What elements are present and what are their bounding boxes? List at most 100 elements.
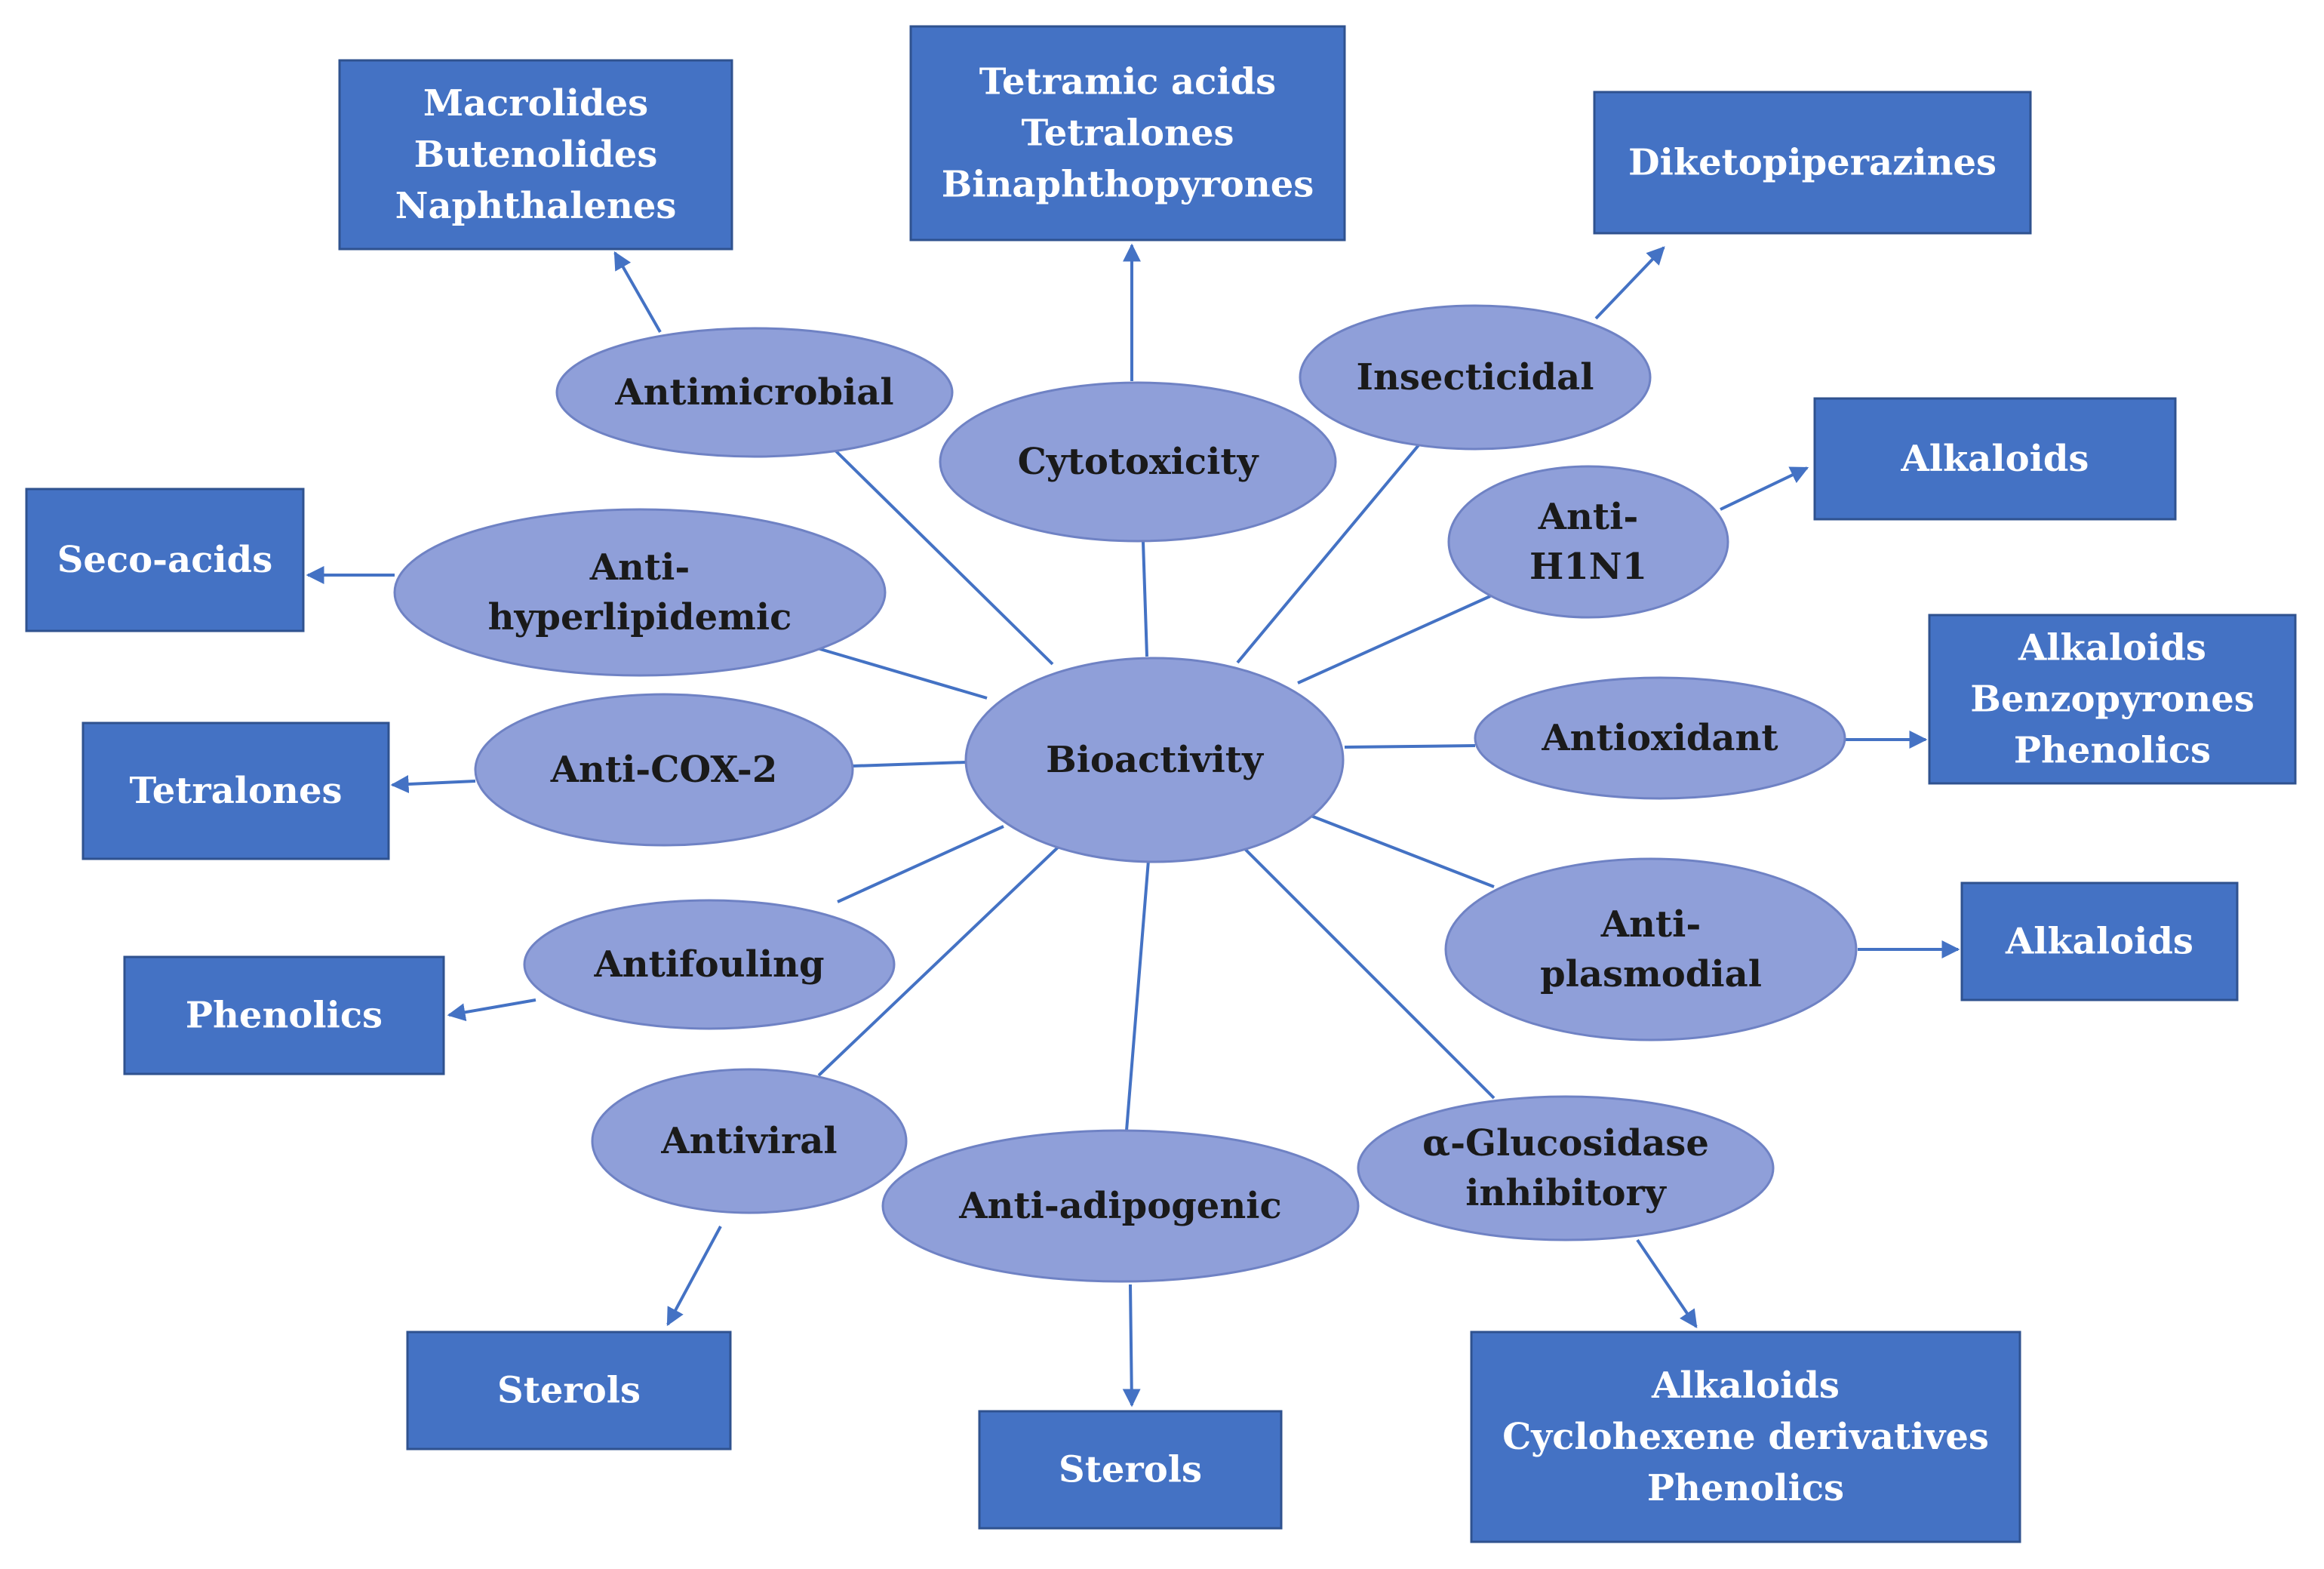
compound-box-anti-cox-2: Tetralones (81, 721, 390, 860)
spoke-insecticidal (1236, 444, 1420, 664)
compound-box-text-line: Benzopyrones (1970, 678, 2255, 721)
activity-ellipse (1357, 1095, 1775, 1241)
spoke-antimicrobial (828, 444, 1054, 666)
compound-box-text-line: Alkaloids (2018, 627, 2206, 669)
center-label-line: Bioactivity (1046, 739, 1265, 781)
activity-cytotoxicity: Cytotoxicity (939, 381, 1337, 543)
activity-anti-cox-2: Anti-COX-2 (474, 693, 854, 847)
activity-antiviral: Antiviral (591, 1068, 908, 1214)
activity-anti-plasmodial: Anti-plasmodial (1444, 857, 1858, 1041)
compound-box-anti-plasmodial: Alkaloids (1960, 881, 2239, 1001)
compound-box-text-line: Butenolides (414, 134, 658, 176)
compound-box-text-line: Diketopiperazines (1628, 142, 1997, 184)
activity-label: Insecticidal (1357, 356, 1594, 398)
compound-box-text-line: Phenolics (2014, 730, 2211, 772)
spoke-anti-adipogenic (1125, 860, 1150, 1131)
compound-box-text-line: Tetralones (129, 770, 342, 812)
compound-box-rect (1470, 1331, 2021, 1543)
spoke-cytotoxicity (1142, 541, 1148, 657)
compound-box-text-line: Tetralones (1021, 112, 1234, 155)
compound-box-text: Phenolics (186, 995, 383, 1037)
compound-box-text-line: Alkaloids (2005, 921, 2193, 963)
activity-label-line: Antimicrobial (614, 371, 893, 414)
connector-layer (306, 243, 1960, 1407)
activity-label: Anti-adipogenic (958, 1185, 1281, 1227)
compound-box-text-line: Alkaloids (1651, 1364, 1840, 1407)
compound-box-rect (406, 1331, 732, 1451)
activity-label-line: Antioxidant (1541, 717, 1778, 759)
activity-ellipse (393, 508, 887, 677)
activity-label-line: Cytotoxicity (1018, 441, 1260, 483)
activity-antimicrobial: Antimicrobial (555, 327, 954, 458)
spoke-anti-h1n1 (1297, 595, 1491, 685)
compound-box-text-line: Sterols (1059, 1449, 1202, 1491)
compound-box-anti-h1n1: Alkaloids (1813, 397, 2177, 521)
compound-box-insecticidal: Diketopiperazines (1593, 91, 2032, 235)
compound-box-text: Sterols (497, 1370, 641, 1412)
activity-ellipse (939, 381, 1337, 543)
activity-label: Antifouling (593, 943, 824, 986)
spoke-antifouling (837, 825, 1004, 903)
activity-label-line: Antifouling (593, 943, 824, 986)
activity-label: Anti-COX-2 (550, 749, 778, 791)
compound-box-text: Alkaloids (2005, 921, 2193, 963)
activity-antifouling: Antifouling (523, 899, 896, 1030)
activity-label: Antimicrobial (614, 371, 893, 414)
activity-antioxidant: Antioxidant (1474, 676, 1846, 800)
compound-box-text: Sterols (1059, 1449, 1202, 1491)
activity-ellipse (474, 693, 854, 847)
activity-ellipse (1474, 676, 1846, 800)
compound-box-text-line: Naphthalenes (395, 185, 677, 227)
spoke-anti-cox-2 (852, 761, 967, 768)
compound-box-text: Diketopiperazines (1628, 142, 1997, 184)
compound-box-text-line: Cyclohexene derivatives (1502, 1416, 1989, 1458)
compound-box-text-line: Alkaloids (1901, 438, 2089, 480)
activity-anti-adipogenic: Anti-adipogenic (881, 1129, 1360, 1283)
activity-anti-hyperlipidemic: Anti-hyperlipidemic (393, 508, 887, 677)
activity-ellipse (1299, 304, 1652, 451)
compound-box-rect (978, 1410, 1283, 1530)
activity-ellipse (523, 899, 896, 1030)
activity-label: Anti-plasmodial (1540, 903, 1762, 995)
activity-insecticidal: Insecticidal (1299, 304, 1652, 451)
arrow-anti-cox-2 (390, 775, 476, 794)
compound-box-text-line: Binaphthopyrones (942, 164, 1314, 206)
spoke-antiviral (817, 844, 1062, 1077)
activity-anti-h1n1: Anti-H1N1 (1447, 465, 1729, 619)
activity-label: Cytotoxicity (1018, 441, 1260, 483)
spoke-anti-hyperlipidemic (814, 646, 988, 700)
arrow-insecticidal (1594, 246, 1665, 320)
activity-label-line: hyperlipidemic (488, 596, 792, 638)
center-bioactivity: Bioactivity (964, 657, 1345, 863)
activity-ellipse (555, 327, 954, 458)
spoke-antioxidant (1344, 744, 1476, 749)
activity-label: Antioxidant (1541, 717, 1778, 759)
arrow-antifouling (447, 998, 536, 1022)
compound-box-rect (123, 955, 445, 1075)
activity-ellipse (591, 1068, 908, 1214)
activity-label-line: plasmodial (1540, 953, 1762, 995)
center-ellipse (964, 657, 1345, 863)
compound-box-antifouling: Phenolics (123, 955, 445, 1075)
spoke-anti-plasmodial (1308, 814, 1495, 888)
compound-box-text-line: Phenolics (186, 995, 383, 1037)
activity-label-line: Anti- (589, 546, 690, 589)
center-label: Bioactivity (1046, 739, 1265, 781)
arrow-antiviral (666, 1226, 722, 1327)
compound-box-rect (1593, 91, 2032, 235)
activity-ellipse (881, 1129, 1360, 1283)
arrow-antimicrobial (613, 251, 662, 333)
activity-ellipse (1447, 465, 1729, 619)
compound-box-text: Tetralones (129, 770, 342, 812)
compound-box-rect (1813, 397, 2177, 521)
activity-label-line: Anti- (1600, 903, 1701, 946)
